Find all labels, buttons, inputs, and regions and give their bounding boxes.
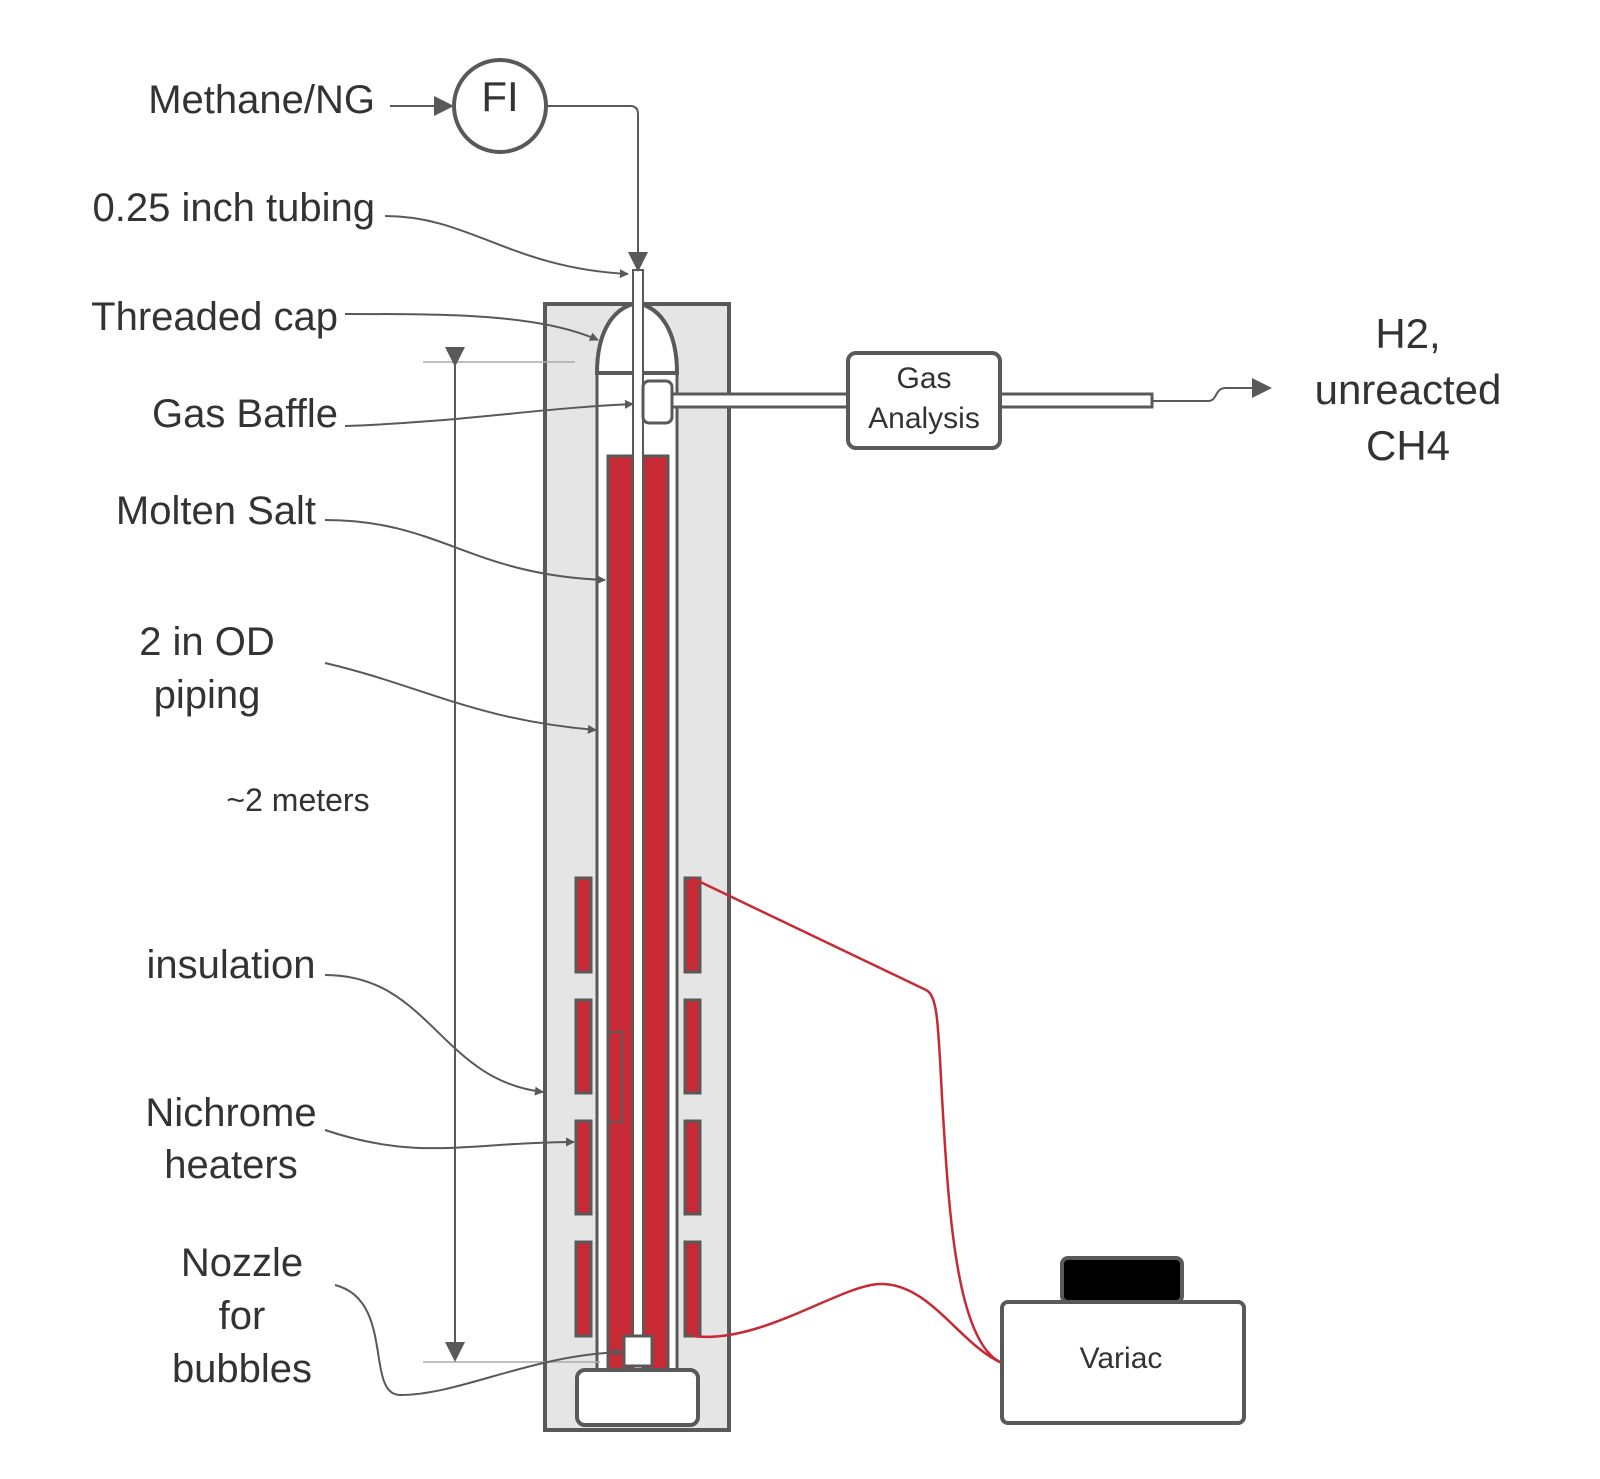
label-insulation: insulation — [146, 943, 315, 987]
label-piping-2: piping — [154, 673, 261, 717]
gas-baffle — [641, 379, 674, 425]
label-cap: Threaded cap — [91, 295, 338, 339]
inlet-line — [546, 105, 648, 272]
variac-label: Variac — [1080, 1342, 1163, 1375]
flow-indicator-label: FI — [481, 73, 518, 120]
label-nozzle-2: for — [219, 1294, 266, 1338]
bubble-nozzle — [622, 1334, 654, 1368]
leader-nozzle — [334, 1284, 623, 1397]
base-block — [575, 1368, 700, 1427]
leader-cap — [344, 313, 599, 341]
outlet-pipe-2 — [998, 392, 1154, 409]
label-length: ~2 meters — [226, 782, 369, 818]
heater-right-4 — [683, 1240, 702, 1338]
label-baffle: Gas Baffle — [152, 392, 338, 436]
heater-left-3 — [574, 1119, 593, 1216]
leader-piping — [324, 662, 597, 734]
heater-right-2 — [683, 998, 702, 1095]
heater-wire-top — [691, 876, 1003, 1365]
heater-left-4 — [574, 1240, 593, 1338]
heater-left-1 — [574, 876, 593, 974]
product-arrow — [1152, 378, 1272, 402]
label-nozzle-1: Nozzle — [181, 1241, 303, 1285]
heater-wire-bottom — [691, 1282, 1003, 1365]
leader-insulation — [324, 974, 544, 1096]
leader-tubing — [384, 215, 629, 279]
product-label-1: H2, — [1375, 310, 1440, 357]
gas-analysis-label-2: Analysis — [868, 402, 980, 435]
heater-right-1 — [683, 876, 702, 974]
outlet-pipe-1 — [670, 392, 850, 409]
label-heaters-1: Nichrome — [145, 1091, 316, 1135]
label-methane: Methane/NG — [148, 78, 375, 122]
leader-baffle — [344, 399, 634, 427]
leader-heaters — [324, 1129, 575, 1150]
inner-sleeve — [607, 1031, 623, 1123]
label-salt: Molten Salt — [116, 489, 316, 533]
label-tubing: 0.25 inch tubing — [93, 186, 375, 230]
product-label-2: unreacted — [1315, 366, 1502, 413]
product-label-3: CH4 — [1366, 422, 1450, 469]
molten-salt-left — [606, 454, 635, 1372]
gas-analysis-box — [846, 351, 1002, 450]
leader-salt — [324, 519, 606, 585]
variac-knob — [1060, 1256, 1184, 1304]
label-nozzle-3: bubbles — [172, 1347, 312, 1391]
gas-analysis-label-1: Gas — [896, 362, 951, 395]
label-heaters-2: heaters — [164, 1143, 297, 1187]
heater-left-2 — [574, 998, 593, 1095]
gas-inlet-tube — [632, 269, 644, 1339]
label-piping-1: 2 in OD — [139, 620, 275, 664]
heater-right-3 — [683, 1119, 702, 1216]
variac-box — [1000, 1300, 1246, 1425]
molten-salt-right — [641, 454, 670, 1372]
